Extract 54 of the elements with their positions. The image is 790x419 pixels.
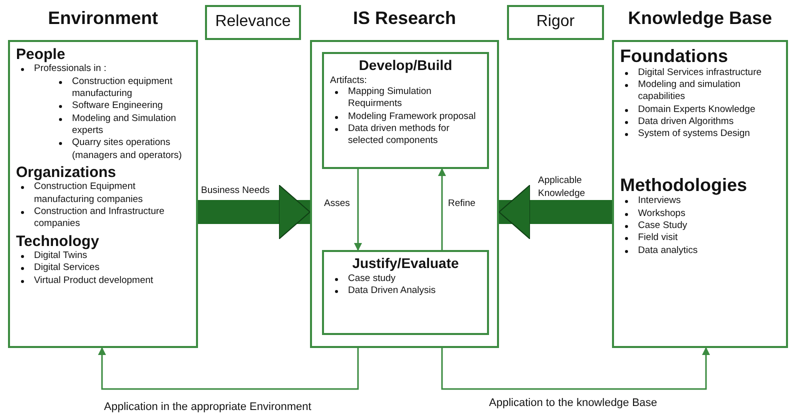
content-box	[322, 250, 489, 335]
bullet-text: Virtual Product development	[34, 274, 154, 286]
bullet-text: Modeling Framework proposal	[348, 110, 476, 122]
bullet-text: Modeling and simulation capabilities	[638, 79, 740, 102]
bullet-text: Professionals in :	[34, 63, 106, 74]
arrow	[438, 168, 446, 250]
bullet-text: Quarry sites operations (managers and operators)	[72, 137, 182, 161]
bullet-text: Interviews	[638, 195, 681, 206]
arrow	[441, 347, 710, 390]
bullet-text: Data Driven Analysis	[348, 285, 436, 296]
section-heading: Methodologies	[620, 174, 748, 196]
section-heading: Organizations	[16, 164, 118, 182]
bullet-text: System of systems Design	[638, 128, 750, 140]
bullet-text: Construction Equipment manufacturing companies	[34, 181, 143, 205]
bullet-text: Digital Twins	[34, 250, 88, 261]
edge-label: Applicable Knowledge	[538, 175, 586, 201]
edge-label: Asses	[324, 198, 350, 211]
body-text: Artifacts:	[330, 75, 368, 86]
bullet-text: Case Study	[638, 220, 688, 232]
section-title: IS Research	[352, 8, 458, 29]
bullet-text: Digital Services infrastructure	[638, 66, 762, 78]
section-title: Knowledge Base	[626, 8, 774, 29]
bullet-text: Mapping Simulation Requirments	[348, 86, 432, 110]
bullet-text: Construction and Infrastructure companies	[34, 206, 164, 230]
bullet-text: Workshops	[638, 208, 686, 219]
section-heading: People	[16, 46, 66, 64]
content-box	[507, 5, 604, 40]
box-heading: Justify/Evaluate	[351, 255, 460, 271]
content-box	[322, 52, 489, 169]
box-label: Relevance	[214, 12, 292, 32]
section-heading: Foundations	[620, 46, 729, 67]
content-box	[205, 5, 301, 40]
arrow	[98, 347, 359, 390]
bullet-text: Field visit	[638, 232, 678, 244]
edge-label: Application in the appropriate Environment	[104, 400, 312, 415]
block-arrow	[498, 184, 612, 240]
box-heading: Develop/Build	[358, 57, 454, 73]
edge-label: Refine	[448, 198, 476, 211]
bullet-text: Modeling and Simulation experts	[72, 112, 176, 136]
bullet-text: Digital Services	[34, 262, 100, 274]
bullet-text: Case study	[348, 273, 396, 284]
arrow	[354, 169, 362, 251]
block-arrow	[198, 184, 310, 240]
edge-label: Application to the knowledge Base	[489, 396, 658, 411]
bullet-text: Construction equipment manufacturing	[72, 76, 172, 99]
bullet-text: Data analytics	[638, 244, 698, 256]
bullet-text: Data driven methods for selected components	[348, 123, 450, 146]
bullet-text: Domain Experts Knowledge	[638, 104, 756, 115]
section-heading: Technology	[16, 232, 100, 250]
edge-label: Business Needs	[201, 185, 270, 198]
section-title: Environment	[46, 8, 159, 29]
box-label: Rigor	[535, 12, 576, 32]
bullet-text: Data driven Algorithms	[638, 116, 734, 128]
bullet-text: Software Engineering	[72, 100, 163, 112]
